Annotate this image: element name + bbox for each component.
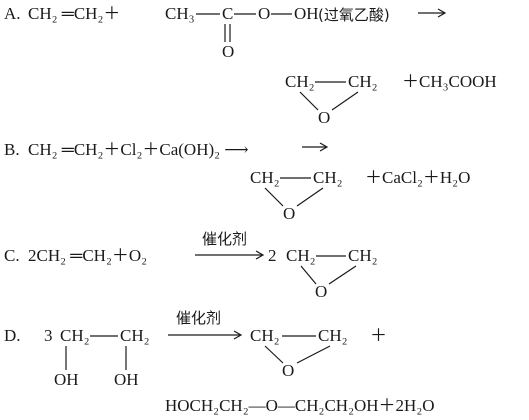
option-d-coefficient: 3	[44, 326, 53, 345]
option-a-label: A.	[4, 4, 21, 23]
option-d-epoxide-ch2-left: CH₂	[250, 326, 280, 345]
option-a-ch3: CH₃	[165, 4, 195, 23]
ring-a-co-left	[299, 91, 319, 111]
ring-d-co-left	[264, 345, 284, 364]
option-b-epoxide-ch2-right: CH₂	[313, 168, 343, 187]
option-d-ch2-right: CH₂	[120, 326, 150, 345]
option-c-reactants: 2CH₂ ═CH₂＋O₂	[28, 246, 148, 265]
option-a-carbon: C	[222, 4, 234, 23]
option-c-epoxide-o: O	[315, 282, 328, 301]
option-d-plus: ＋	[370, 326, 387, 345]
option-d-epoxide-o: O	[282, 361, 295, 380]
option-a-oxygen: O	[258, 4, 271, 23]
option-a-peracid-name: (过氧乙酸)	[318, 6, 390, 24]
option-c-catalyst: 催化剂	[202, 230, 248, 248]
option-b-epoxide-o: O	[283, 204, 296, 223]
ring-b-co-right	[296, 187, 324, 207]
option-a-reactant-ethene: CH₂ ═CH₂＋	[28, 4, 121, 23]
arrow-c-head	[255, 250, 265, 260]
option-a-carbonyl-o: O	[222, 42, 235, 61]
option-d-label: D.	[4, 326, 21, 345]
arrow-d-head	[233, 330, 243, 340]
option-a-acetic-acid: ＋CH₃COOH	[402, 72, 497, 91]
option-b-epoxide-ch2-left: CH₂	[250, 168, 280, 187]
option-c-epoxide-ch2-left: CH₂	[286, 246, 316, 265]
option-c-coefficient: 2	[268, 246, 277, 265]
option-c-label: C.	[4, 246, 20, 265]
option-c-epoxide-ch2-right: CH₂	[348, 246, 378, 265]
option-a-oh: OH	[294, 4, 319, 23]
arrow-a-head	[437, 8, 447, 18]
option-a-epoxide-o: O	[318, 108, 331, 127]
arrow-b-head	[319, 142, 329, 152]
option-b-reactants: CH₂ ═CH₂＋Cl₂＋Ca(OH)₂ ⟶	[28, 140, 249, 159]
ring-c-co-right	[328, 265, 357, 285]
option-a-epoxide-ch2-right: CH₂	[348, 72, 378, 91]
option-b-label: B.	[4, 140, 20, 159]
option-d-ch2-left: CH₂	[60, 326, 90, 345]
option-d-oh-right: OH	[114, 370, 139, 389]
option-d-byproduct: HOCH₂CH₂—O—CH₂CH₂OH＋2H₂O	[165, 396, 435, 415]
ring-c-co-left	[300, 265, 317, 285]
option-b-products: ＋CaCl₂＋H₂O	[365, 168, 471, 187]
option-d-epoxide-ch2-right: CH₂	[318, 326, 348, 345]
ring-d-co-right	[296, 345, 331, 364]
ring-b-co-left	[264, 187, 284, 207]
option-a-epoxide-ch2-left: CH₂	[285, 72, 315, 91]
option-d-catalyst: 催化剂	[176, 309, 222, 327]
option-d-oh-left: OH	[54, 370, 79, 389]
ring-a-co-right	[331, 91, 359, 111]
